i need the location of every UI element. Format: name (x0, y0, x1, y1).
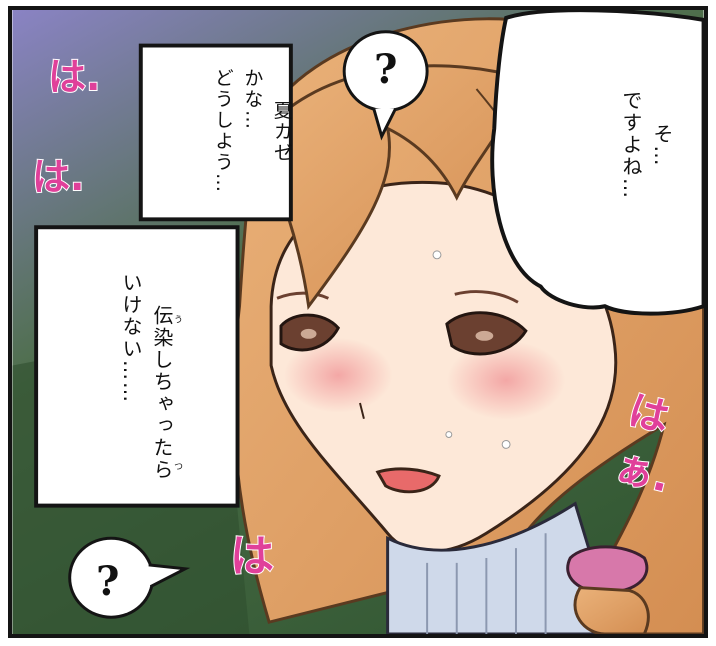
speech-right-line1: そ… (650, 123, 674, 168)
left-blush (283, 337, 393, 413)
sweat-drop (445, 431, 453, 439)
right-blush (446, 340, 566, 420)
narration-bottom-text: 伝染しちゃったらうついけない…… (84, 272, 208, 502)
narration-top-line2: かな… (241, 68, 264, 131)
narration-bottom-line1: 伝染しちゃったらうつ (150, 305, 182, 482)
narration-bottom-line2: いけない…… (119, 272, 143, 404)
sweat-drop (501, 439, 511, 449)
panel-artwork (12, 10, 704, 634)
nose (359, 402, 365, 419)
right-eyebrow (454, 290, 519, 304)
mouth (375, 467, 441, 494)
speech-bubble-right (490, 10, 704, 316)
scrunchie (566, 545, 649, 595)
sweater-collar (386, 501, 617, 634)
question-bubble-bottom-tail (148, 563, 191, 588)
narration-bottom-ruby: うつ (172, 305, 182, 482)
speech-right-text: そ… ですよね… (584, 90, 704, 260)
sfx-ha-2: は. (31, 154, 85, 200)
sweater-rib (426, 533, 547, 634)
narration-box-bottom (34, 225, 240, 508)
narration-top-line1: 夏カゼ (270, 100, 293, 164)
manga-panel: 夏カゼかな…どうしよう… 伝染しちゃったらうついけない…… そ…ですよね… ? … (8, 6, 708, 638)
speech-right-line2: ですよね… (619, 90, 643, 200)
narration-bottom-line1-text: 伝染しちゃったら (150, 305, 174, 482)
narration-box-top (138, 43, 293, 222)
narration-top-line3: どうしよう… (211, 68, 234, 194)
question-mark-bottom: ? (96, 558, 120, 605)
question-bubble-top-tail (372, 108, 397, 141)
left-eyebrow (276, 291, 330, 300)
left-eye-highlight (300, 328, 317, 339)
hair-bangs (257, 64, 528, 310)
question-mark-top: ? (374, 46, 398, 93)
narration-top-text: 夏カゼかな… どうしよう… (178, 68, 325, 216)
right-eye-highlight (475, 330, 494, 341)
sweat-drop (432, 250, 442, 260)
sfx-ha-1: は. (47, 54, 101, 100)
ponytail-end (573, 586, 650, 634)
sfx-ha-3: は (229, 530, 275, 583)
